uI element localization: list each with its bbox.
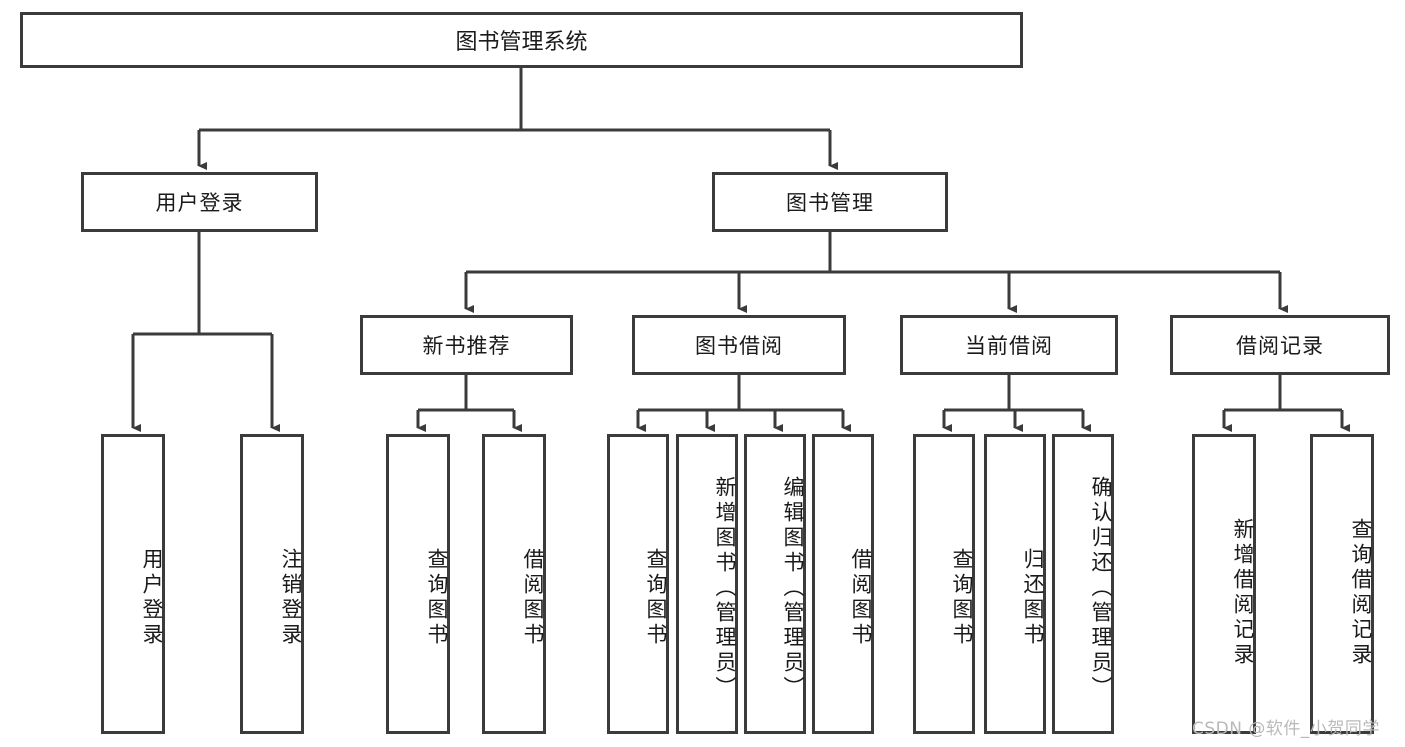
node-leaf-borrow-book-2[interactable]: 借阅图书 [812, 434, 874, 734]
node-borrow-record[interactable]: 借阅记录 [1170, 315, 1390, 375]
node-new-book-rec-label: 新书推荐 [422, 334, 511, 358]
node-leaf-query-book-1-label: 查询图书 [425, 548, 449, 648]
node-root-label: 图书管理系统 [455, 30, 588, 55]
node-leaf-confirm-return-label: 确认归还（管理员） [1089, 475, 1113, 701]
csdn-watermark: CSDN @软件_小贺同学 [1192, 719, 1380, 739]
node-leaf-logout[interactable]: 注销登录 [240, 434, 304, 734]
node-current-borrow-label: 当前借阅 [965, 334, 1053, 358]
node-leaf-add-record-label: 新增借阅记录 [1231, 518, 1255, 668]
node-new-book-rec[interactable]: 新书推荐 [360, 315, 573, 375]
node-book-manage-label: 图书管理 [786, 191, 874, 215]
node-borrow-record-label: 借阅记录 [1236, 334, 1324, 358]
node-user-login[interactable]: 用户登录 [81, 172, 318, 232]
node-leaf-return-book[interactable]: 归还图书 [984, 434, 1046, 734]
node-leaf-query-record-label: 查询借阅记录 [1349, 518, 1373, 668]
node-leaf-query-book-3[interactable]: 查询图书 [913, 434, 975, 734]
node-leaf-logout-label: 注销登录 [279, 548, 303, 648]
node-leaf-query-book-3-label: 查询图书 [950, 548, 974, 648]
node-leaf-borrow-book-1-label: 借阅图书 [521, 548, 545, 648]
node-user-login-label: 用户登录 [155, 191, 244, 215]
node-leaf-query-book-2[interactable]: 查询图书 [607, 434, 669, 734]
node-leaf-query-record[interactable]: 查询借阅记录 [1310, 434, 1374, 734]
node-leaf-add-book[interactable]: 新增图书（管理员） [676, 434, 738, 734]
node-leaf-add-record[interactable]: 新增借阅记录 [1192, 434, 1256, 734]
node-leaf-edit-book-label: 编辑图书（管理员） [781, 475, 805, 701]
node-leaf-user-login-label: 用户登录 [140, 548, 164, 648]
node-book-borrow-label: 图书借阅 [695, 334, 783, 358]
node-leaf-user-login[interactable]: 用户登录 [101, 434, 165, 734]
node-leaf-query-book-2-label: 查询图书 [644, 548, 668, 648]
node-leaf-add-book-label: 新增图书（管理员） [713, 475, 737, 701]
node-book-borrow[interactable]: 图书借阅 [632, 315, 846, 375]
node-leaf-confirm-return[interactable]: 确认归还（管理员） [1052, 434, 1114, 734]
node-leaf-edit-book[interactable]: 编辑图书（管理员） [744, 434, 806, 734]
node-leaf-borrow-book-2-label: 借阅图书 [849, 548, 873, 648]
node-leaf-query-book-1[interactable]: 查询图书 [386, 434, 450, 734]
node-book-manage[interactable]: 图书管理 [712, 172, 948, 232]
node-leaf-return-book-label: 归还图书 [1021, 548, 1045, 648]
node-root[interactable]: 图书管理系统 [20, 12, 1023, 68]
node-current-borrow[interactable]: 当前借阅 [900, 315, 1118, 375]
node-leaf-borrow-book-1[interactable]: 借阅图书 [482, 434, 546, 734]
